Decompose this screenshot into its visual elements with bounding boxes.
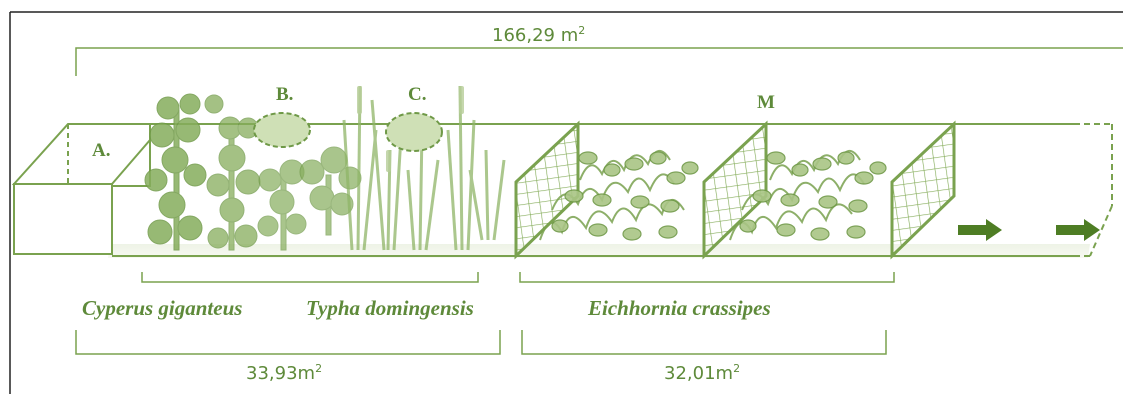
flow-arrows bbox=[958, 219, 1100, 241]
planted-zone-bracket bbox=[142, 272, 478, 282]
eichhornia-zone-bracket bbox=[520, 272, 894, 282]
species-eichhornia: Eichhornia crassipes bbox=[588, 296, 771, 321]
left-area-unit: 2 bbox=[315, 362, 322, 375]
total-area-label: 166,29 m2 bbox=[492, 24, 585, 46]
sample-oval-c bbox=[386, 113, 442, 151]
label-m: M bbox=[757, 92, 775, 114]
cyperus-plants bbox=[145, 94, 361, 250]
left-area-label: 33,93m2 bbox=[246, 362, 322, 384]
species-typha: Typha domingensis bbox=[306, 296, 474, 321]
left-area-bracket bbox=[76, 330, 500, 354]
total-area-bracket bbox=[76, 48, 1123, 76]
total-area-unit: 2 bbox=[578, 24, 585, 37]
mesh-screens bbox=[516, 124, 954, 256]
label-a: A. bbox=[92, 140, 110, 162]
right-area-value: 32,01m bbox=[664, 363, 733, 384]
flow-arrow bbox=[958, 219, 1002, 241]
flow-arrow bbox=[1056, 219, 1100, 241]
right-area-bracket bbox=[522, 330, 886, 354]
typha-plants bbox=[344, 86, 504, 250]
right-area-unit: 2 bbox=[733, 362, 740, 375]
right-area-label: 32,01m2 bbox=[664, 362, 740, 384]
inlet-box bbox=[14, 124, 150, 254]
total-area-value: 166,29 m bbox=[492, 25, 578, 46]
left-area-value: 33,93m bbox=[246, 363, 315, 384]
species-cyperus: Cyperus giganteus bbox=[82, 296, 242, 321]
label-c: C. bbox=[408, 84, 426, 106]
label-b: B. bbox=[276, 84, 293, 106]
sample-oval-b bbox=[254, 113, 310, 147]
